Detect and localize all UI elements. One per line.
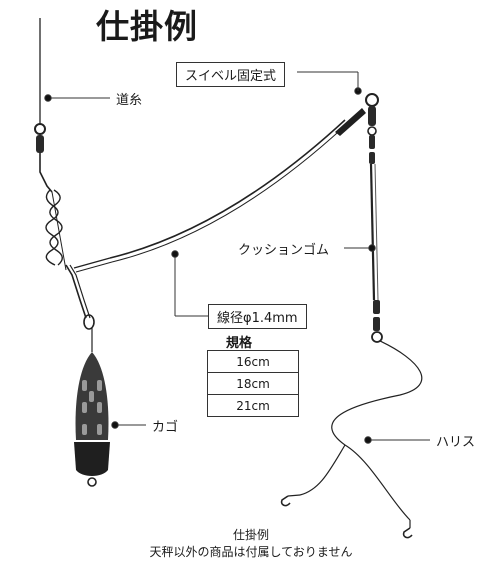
page-title: 仕掛例 bbox=[96, 7, 198, 46]
harris-label: ハリス bbox=[436, 435, 476, 450]
caption-title: 仕掛例 bbox=[232, 528, 269, 542]
main-line-snap-ring bbox=[34, 123, 46, 135]
wire-diameter-label: 線径φ1.4mm bbox=[208, 304, 307, 329]
coil-spring bbox=[45, 189, 67, 271]
spec-size-cell: 18cm bbox=[207, 372, 299, 395]
basket-label: カゴ bbox=[152, 420, 179, 435]
cushion-rubber-label: クッションゴム bbox=[238, 243, 330, 258]
lower-swivel bbox=[371, 300, 383, 343]
caption-note: 天秤以外の商品は付属しておりません bbox=[149, 545, 353, 559]
label-leaders bbox=[44, 71, 430, 444]
spec-title: 規格 bbox=[226, 336, 253, 351]
snap-clip bbox=[39, 153, 53, 193]
main-line-label: 道糸 bbox=[116, 93, 143, 108]
hook-icon bbox=[280, 495, 291, 507]
spec-table: 16cm 18cm 21cm bbox=[207, 350, 299, 417]
balance-arm bbox=[65, 108, 366, 330]
main-line-swivel bbox=[36, 135, 44, 153]
cushion-rubber-line bbox=[369, 163, 379, 301]
swivel-fixed-label: スイベル固定式 bbox=[176, 62, 286, 87]
feeder-basket bbox=[74, 328, 110, 487]
tip-swivel bbox=[365, 93, 379, 164]
spec-size-cell: 16cm bbox=[207, 350, 299, 373]
hook-icon bbox=[402, 527, 413, 539]
harris-line bbox=[280, 340, 423, 539]
spec-size-cell: 21cm bbox=[207, 394, 299, 417]
